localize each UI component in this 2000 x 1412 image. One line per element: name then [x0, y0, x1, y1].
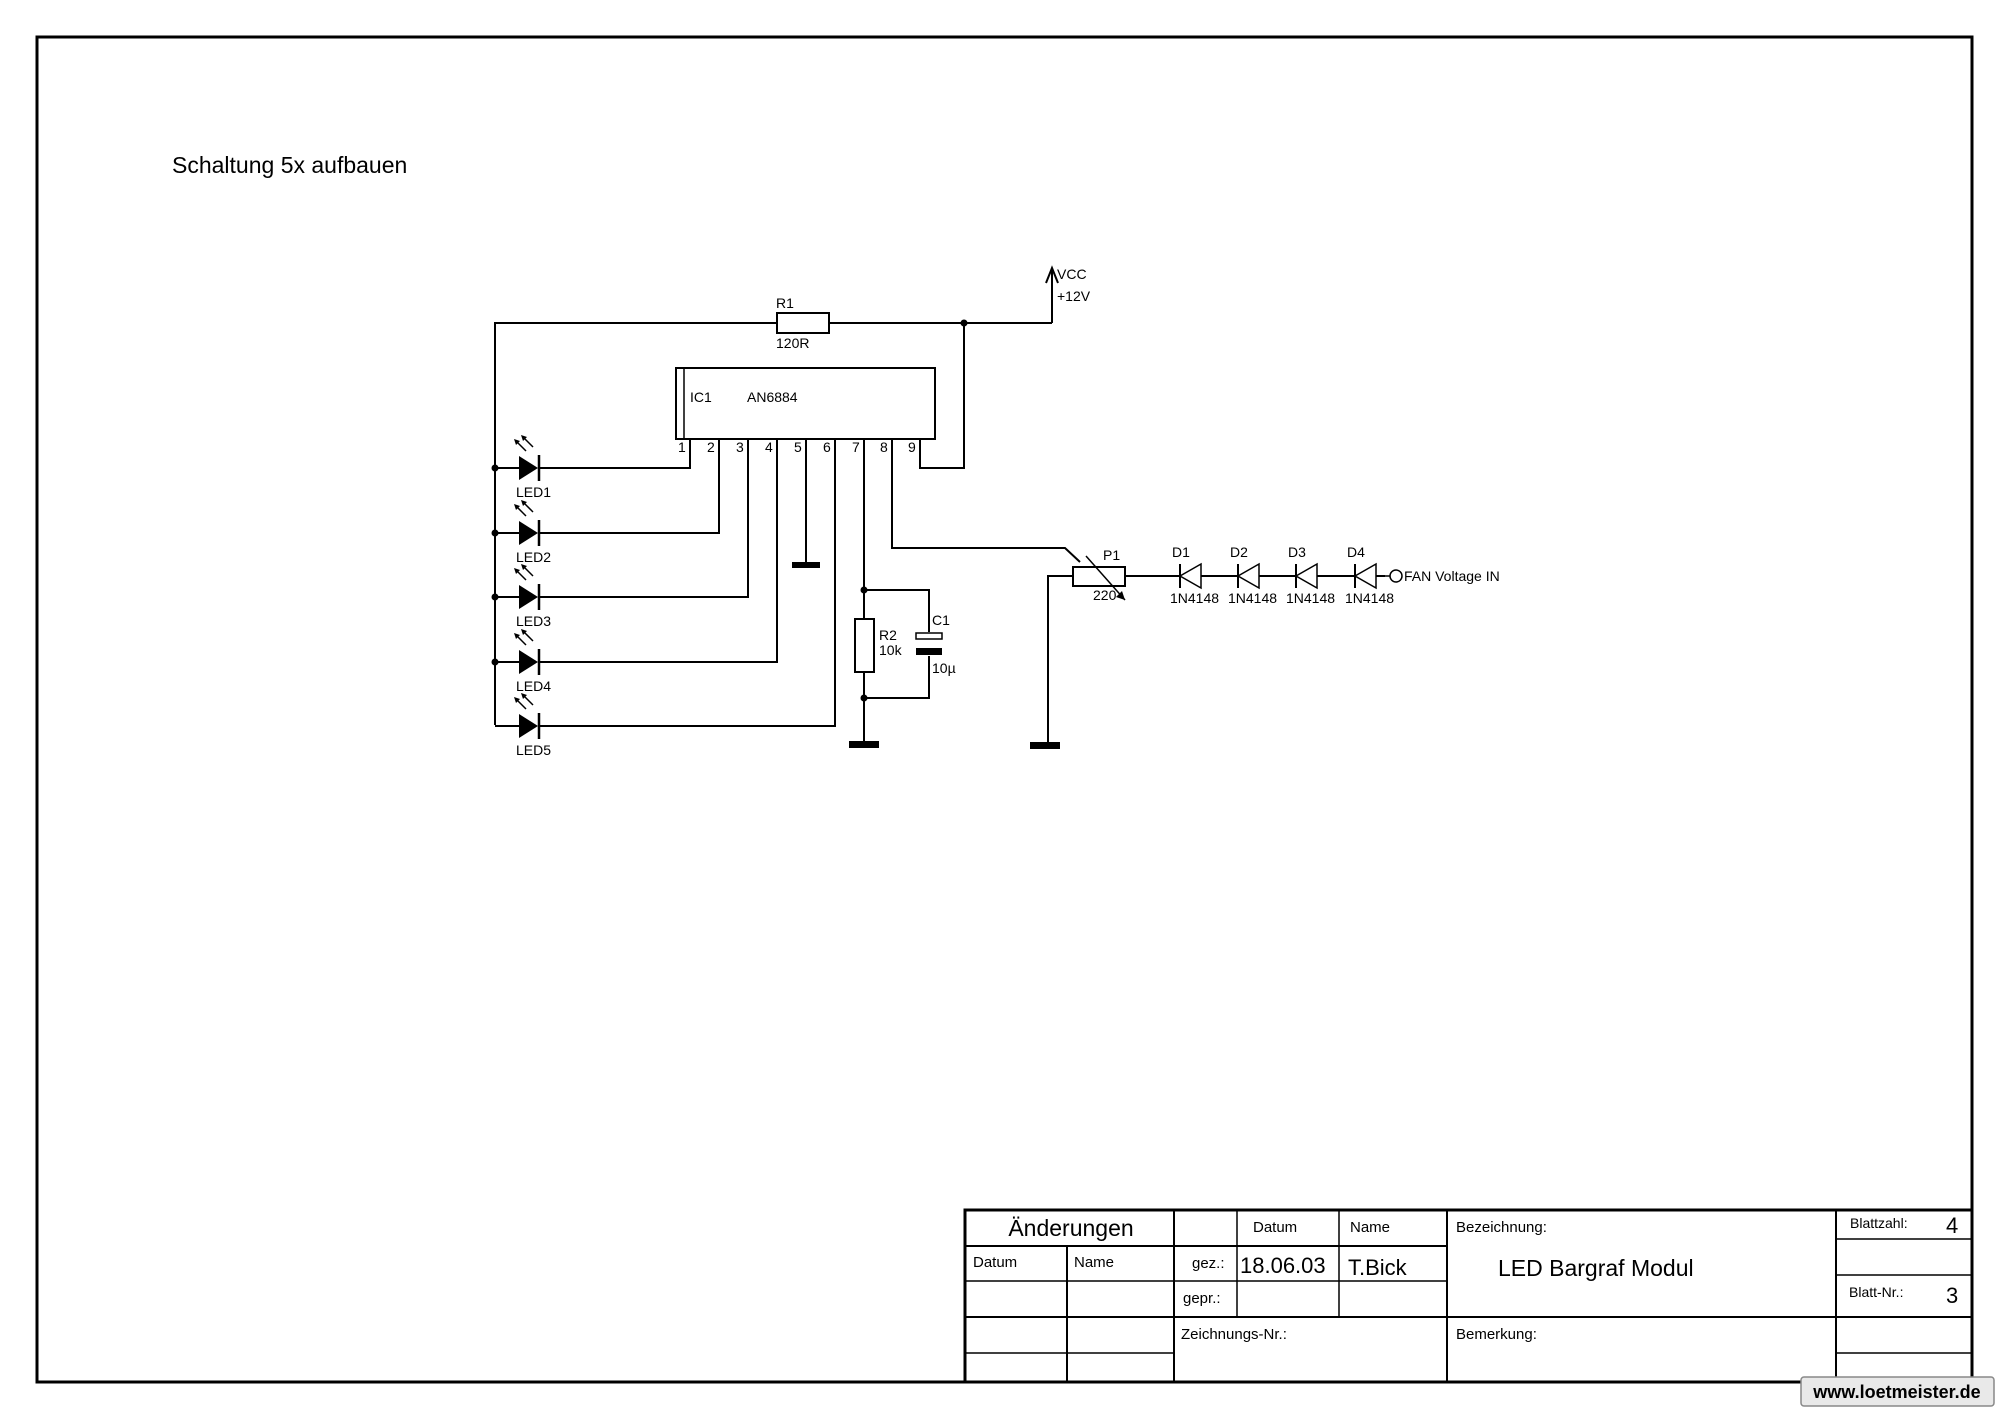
ic-pin-label: 9 [908, 439, 916, 455]
diode-chain: D1 1N4148 D2 1N4148 D3 1N4148 D4 1N4148 [1170, 544, 1394, 606]
capacitor-c1: C1 10µ [915, 612, 956, 676]
ground-symbol [849, 741, 879, 748]
changes-header: Änderungen [1008, 1215, 1133, 1241]
checked-label: gepr.: [1183, 1290, 1221, 1307]
sheet-count: 4 [1946, 1213, 1958, 1238]
led-1: LED1 [491, 435, 551, 500]
resistor-r2: R2 10k [854, 618, 903, 673]
diode-ref: D3 [1288, 544, 1306, 560]
watermark-text: www.loetmeister.de [1812, 1382, 1980, 1402]
diode-part: 1N4148 [1345, 590, 1394, 606]
sheet-no-label: Blatt-Nr.: [1849, 1284, 1903, 1300]
led-2: LED2 [491, 500, 551, 565]
led-5: LED5 [495, 693, 551, 758]
junction-dot [491, 529, 499, 537]
sheet-no: 3 [1946, 1283, 1958, 1308]
junction-dot [491, 464, 499, 472]
ground-symbol [792, 562, 820, 568]
ic-pin-label: 6 [823, 439, 831, 455]
drawing-no-label: Zeichnungs-Nr.: [1181, 1326, 1287, 1343]
r1-value: 120R [776, 335, 809, 351]
diode-d1: D1 1N4148 [1170, 544, 1219, 606]
diode-ref: D2 [1230, 544, 1248, 560]
vcc-label: VCC [1057, 266, 1087, 282]
ic-pin-label: 7 [852, 439, 860, 455]
designation-title: LED Bargraf Modul [1498, 1255, 1694, 1281]
c1-value: 10µ [932, 660, 956, 676]
build-note: Schaltung 5x aufbauen [172, 152, 407, 178]
c1-ref: C1 [932, 612, 950, 628]
drawn-label: gez.: [1192, 1255, 1225, 1272]
junction-dot [491, 658, 499, 666]
p1-ref: P1 [1103, 547, 1120, 563]
diode-part: 1N4148 [1228, 590, 1277, 606]
changes-date-header: Datum [973, 1254, 1017, 1271]
diode-part: 1N4148 [1170, 590, 1219, 606]
changes-name-header: Name [1074, 1254, 1114, 1271]
ic-ref: IC1 [690, 389, 712, 405]
designation-label: Bezeichnung: [1456, 1219, 1547, 1236]
led-label: LED1 [516, 484, 551, 500]
ic-pin-label: 2 [707, 439, 715, 455]
diode-ref: D4 [1347, 544, 1365, 560]
led-label: LED3 [516, 613, 551, 629]
drawing-frame [35, 35, 1974, 1384]
diode-d3: D3 1N4148 [1286, 544, 1335, 606]
vcc-voltage: +12V [1057, 288, 1091, 304]
top-rail [494, 322, 777, 725]
resistor-r1: R1 120R [776, 295, 830, 351]
r2-value: 10k [879, 642, 903, 658]
diode-part: 1N4148 [1286, 590, 1335, 606]
supply-symbol: VCC +12V [1045, 265, 1091, 323]
input-terminal: FAN Voltage IN [1389, 568, 1500, 584]
potentiometer-p1: P1 220 [1030, 547, 1126, 749]
r1-ref: R1 [776, 295, 794, 311]
ground-symbol [1030, 742, 1060, 749]
ic-an6884: IC1 AN6884 [675, 367, 936, 440]
led-label: LED2 [516, 549, 551, 565]
r2-ref: R2 [879, 627, 897, 643]
drawn-date: 18.06.03 [1240, 1253, 1326, 1278]
ic-pin-label: 5 [794, 439, 802, 455]
ic-part: AN6884 [747, 389, 798, 405]
diode-d4: D4 1N4148 [1345, 544, 1394, 606]
ic-pins: 1 2 3 4 5 6 7 8 9 [678, 439, 921, 455]
led-label: LED4 [516, 678, 551, 694]
junction-dot [491, 593, 499, 601]
remark-label: Bemerkung: [1456, 1326, 1537, 1343]
drawn-name: T.Bick [1348, 1255, 1408, 1280]
led-4: LED4 [491, 629, 551, 694]
ic-pin-label: 1 [678, 439, 686, 455]
watermark: www.loetmeister.de [1800, 1376, 1995, 1407]
p1-value: 220 [1093, 587, 1117, 603]
ic-pin-label: 4 [765, 439, 773, 455]
sheet-count-label: Blattzahl: [1850, 1215, 1908, 1231]
ic-pin-label: 3 [736, 439, 744, 455]
input-label: FAN Voltage IN [1404, 568, 1500, 584]
date-header: Datum [1253, 1219, 1297, 1236]
diode-d2: D2 1N4148 [1228, 544, 1277, 606]
ic-pin-label: 8 [880, 439, 888, 455]
led-3: LED3 [491, 564, 551, 629]
name-header: Name [1350, 1219, 1390, 1236]
diode-ref: D1 [1172, 544, 1190, 560]
led-label: LED5 [516, 742, 551, 758]
title-block: Änderungen Datum Name Datum Name gez.: 1… [963, 1208, 1974, 1384]
